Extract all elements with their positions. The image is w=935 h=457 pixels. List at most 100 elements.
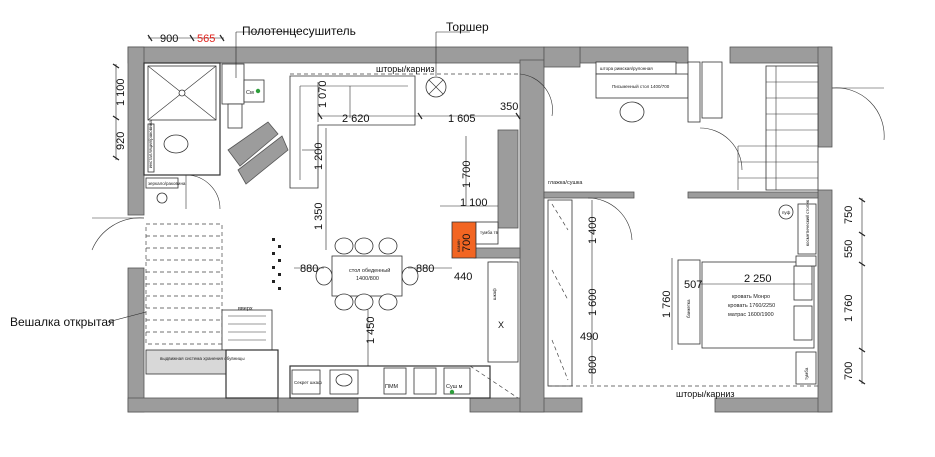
curtains-top-label: шторы/карниз (376, 64, 435, 74)
kitchen-run (289, 365, 491, 399)
wall-bottom-a (277, 397, 359, 413)
dim-1400: 1 400 (587, 216, 599, 244)
dining-table-label: стол обеденный (349, 267, 390, 274)
mirror-sink-label: зеркало/раковина (148, 181, 186, 186)
bathroom: инсталляция/раковина зеркало/раковина См (143, 62, 265, 210)
dim-900: 900 (160, 33, 178, 45)
stairs-up-label: вверх (238, 306, 253, 312)
bedroom: банкетка кровать Монро кровать 1760/2250… (547, 197, 818, 387)
dim-1600: 1 600 (587, 288, 599, 316)
kitchen-sink-icon (335, 373, 353, 387)
bed-label-3: матрас 1600/1900 (728, 312, 774, 318)
dim-1070: 1 070 (317, 80, 329, 108)
wall-right-lower (817, 189, 833, 413)
bedroom-door-swing (587, 197, 633, 241)
wall-bottom-c (714, 397, 831, 413)
chair (334, 237, 354, 255)
entrance: вверх выдвижная система хранения обувниц… (91, 217, 279, 399)
cosmetic-table (797, 203, 817, 255)
stairs-upper-outline (765, 65, 819, 191)
dim-350: 350 (500, 101, 518, 113)
nightstand-bottom (795, 351, 817, 385)
chair (354, 237, 374, 255)
bench-label: банкетка (686, 299, 691, 318)
dim-800: 800 (587, 356, 599, 374)
dim-right-700: 700 (843, 362, 855, 380)
dim-1100-int: 1 100 (460, 197, 488, 209)
chair (401, 266, 419, 286)
floor-lamp-label: Торшер (446, 20, 489, 34)
hall-niche (225, 349, 279, 399)
kitchen-dash (469, 365, 519, 399)
dim-1605: 1 605 (448, 113, 476, 125)
desk-label: Письменный стол 1400/700 (612, 83, 670, 89)
sofa (289, 75, 416, 189)
dimension-lines (107, 31, 866, 385)
dim-490: 490 (580, 331, 598, 343)
dryer-indicator-icon (449, 389, 455, 395)
roman-blind-label: штора римская/рулонная (600, 66, 653, 71)
shower-drain-icon (178, 89, 186, 97)
wall-central-top (543, 46, 581, 68)
dim-880a: 880 (300, 263, 318, 275)
pouf (778, 204, 794, 220)
nightstand-top (795, 255, 817, 267)
office-shelf (687, 61, 701, 123)
office: штора римская/рулонная Письменный стол 1… (548, 61, 885, 191)
fireplace-small-label: камин (456, 239, 461, 252)
chair (315, 266, 333, 286)
fireplace-hearth (475, 221, 499, 245)
dim-right-750: 750 (843, 206, 855, 224)
pillow-bottom (793, 305, 813, 341)
dim-1200: 1 200 (313, 142, 325, 170)
office-chair-icon (619, 101, 645, 123)
washer (243, 79, 265, 103)
office-cabinet (701, 61, 723, 119)
bathroom-outline (143, 62, 221, 176)
washer-indicator-icon (255, 88, 261, 94)
wardrobe-bedroom (547, 199, 573, 387)
towel-dryer (227, 103, 243, 129)
bench (677, 259, 701, 345)
dining-chairs (315, 237, 419, 311)
installation-panel (147, 123, 155, 173)
washer-column (221, 63, 245, 105)
bed-label-2: кровать 1760/2250 (728, 303, 775, 309)
stairs-lower (145, 223, 223, 345)
pouf-label: пуф (782, 210, 791, 215)
bed-label-1: кровать Монро (732, 294, 770, 300)
wardrobe-living (487, 261, 519, 363)
dryer-machine (443, 367, 471, 395)
desk (595, 73, 689, 99)
wall-bedroom-top-right (687, 191, 819, 199)
dishwasher-label: ПММ (385, 384, 399, 390)
fireplace (451, 221, 477, 259)
dim-565: 565 (197, 33, 215, 45)
living-door-swing (519, 73, 553, 117)
x-mark: X (498, 320, 504, 330)
dim-1700: 1 700 (461, 160, 473, 188)
dryer-label: Суш м (446, 384, 463, 390)
wall-left-lower (127, 267, 145, 413)
wall-top-left (127, 46, 545, 64)
wall-top-right (729, 46, 831, 64)
dim-right-550: 550 (843, 240, 855, 258)
dimension-text: 900 565 Полотенцесушитель Торшер 1 100 9… (10, 20, 855, 399)
radiator (272, 238, 281, 290)
wall-right-upper (817, 46, 833, 148)
wardrobe-label: шкаф (492, 288, 497, 300)
washer-label: См (246, 90, 254, 96)
stairs-landing (221, 309, 273, 351)
drawer-storage (145, 349, 227, 375)
towel-dryer-label: Полотенцесушитель (242, 24, 356, 38)
oven (413, 367, 437, 395)
dim-1450: 1 450 (365, 316, 377, 344)
dim-1760: 1 760 (661, 290, 673, 318)
dim-440: 440 (454, 271, 472, 283)
chair (378, 237, 398, 255)
wall-bottom-left (127, 397, 279, 413)
toilet-icon (163, 134, 189, 154)
hanger-label: Вешалка открытая (10, 315, 115, 329)
sink-icon (156, 192, 168, 204)
